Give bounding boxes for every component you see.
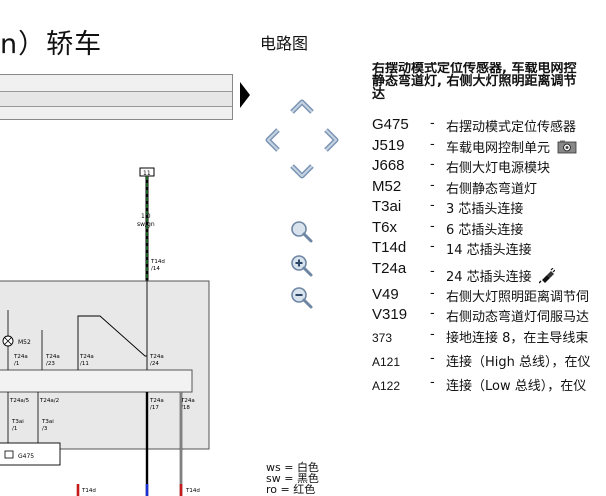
- t24a-left-label: T24a: [13, 354, 28, 360]
- t24a-r2-label: T24a: [149, 354, 164, 360]
- g475-sensor-box: [0, 442, 61, 466]
- t3ai-b-label: T3ai: [41, 419, 54, 425]
- wire-color: sw/gn: [137, 221, 155, 228]
- t24a-left-pin: /1: [14, 361, 19, 367]
- description-title: 右摆动模式定位传感器, 车载电网控 静态弯道灯, 右侧大灯照明距离调节 达: [372, 62, 577, 101]
- chevron-down-icon: [290, 164, 314, 179]
- t14d-b2-label: T14d: [185, 488, 200, 494]
- t24a-mid-pin: /23: [46, 361, 55, 367]
- m52-label: M52: [18, 339, 31, 346]
- legend-row-373: 373-接地连接 8，在主导线束: [372, 326, 589, 346]
- t14d-b1-label: T14d: [81, 488, 96, 494]
- legend-row-a122: A122-连接（Low 总线），在仪: [372, 374, 587, 394]
- pan-right-button[interactable]: [318, 126, 346, 154]
- legend-row-v319: V319-右侧动态弯道灯伺服马达: [372, 306, 590, 325]
- chevron-up-icon: [290, 99, 314, 114]
- expand-arrow-icon[interactable]: [240, 82, 250, 108]
- legend-row-j519: J519-车载电网控制单元: [372, 137, 606, 158]
- t24a-r1-pin: /11: [80, 361, 89, 367]
- pan-up-button[interactable]: [288, 92, 316, 120]
- t24a-r2-pin: /24: [150, 361, 159, 367]
- g475-label: G475: [18, 453, 34, 460]
- chevron-left-icon: [265, 128, 280, 152]
- zoom-fit-button[interactable]: [290, 220, 314, 244]
- legend-row-j668: J668-右侧大灯电源模块: [372, 157, 551, 176]
- legend-row-t14d: T14d-14 芯插头连接: [372, 239, 532, 258]
- legend-row-v49: V49-右侧大灯照明距离调节伺: [372, 285, 590, 305]
- section-label: 电路图: [260, 34, 309, 53]
- header-bar: [0, 74, 233, 120]
- legend-row-m52: M52-右侧静态弯道灯: [372, 177, 538, 197]
- t24a-b1-label: T24a/5: [9, 398, 30, 404]
- bus-bar: [0, 369, 193, 393]
- page-title: n）轿车: [0, 29, 103, 60]
- legend-row-g475: G475-右摆动模式定位传感器: [372, 116, 577, 135]
- magnifier-icon: [291, 221, 313, 243]
- t24a-mid-label: T24a: [45, 354, 60, 360]
- t24a-b2-label: T24a/2: [39, 398, 59, 404]
- zoom-in-icon: [291, 255, 313, 277]
- t3ai-a-pin: /1: [12, 426, 17, 432]
- chevron-right-icon: [324, 128, 339, 152]
- legend-row-t24a: T24a-24 芯插头连接: [372, 260, 606, 286]
- switch-line: [77, 315, 147, 370]
- terminal-number: 11: [143, 170, 151, 177]
- t14d-label: T14d: [150, 259, 165, 265]
- connector-icon[interactable]: [538, 267, 556, 284]
- camera-icon[interactable]: [557, 140, 577, 154]
- zoom-in-button[interactable]: [290, 254, 314, 278]
- t14d-pin: /14: [151, 266, 160, 272]
- t3ai-b-pin: /3: [42, 426, 48, 432]
- t24a-b4-pin: /18: [181, 405, 190, 411]
- j668-module-box: [0, 280, 210, 450]
- pan-down-button[interactable]: [288, 158, 316, 186]
- legend-row-a121: A121-连接（High 总线），在仪: [372, 350, 591, 370]
- zoom-out-button[interactable]: [290, 286, 314, 310]
- pan-left-button[interactable]: [258, 126, 286, 154]
- legend-row-t6x: T6x-6 芯插头连接: [372, 218, 524, 238]
- t24a-b4-label: T24a: [180, 398, 195, 404]
- zoom-out-icon: [291, 287, 313, 309]
- t24a-b3-label: T24a: [149, 398, 164, 404]
- legend-list: G475-右摆动模式定位传感器 J519-车载电网控制单元 J668-右侧大灯电…: [372, 116, 606, 399]
- wire-spec: 1.0: [141, 213, 151, 220]
- wire-color-legend: ws = 白色 sw = 黑色 ro = 红色: [266, 461, 319, 496]
- t3ai-a-label: T3ai: [11, 419, 24, 425]
- t24a-r1-label: T24a: [79, 354, 94, 360]
- t24a-b3-pin: /17: [150, 405, 159, 411]
- circuit-diagram[interactable]: 11 1.0 sw/gn T14d /14 M52 T24a /1 T24a /…: [0, 160, 240, 496]
- legend-row-t3ai: T3ai-3 芯插头连接: [372, 198, 524, 217]
